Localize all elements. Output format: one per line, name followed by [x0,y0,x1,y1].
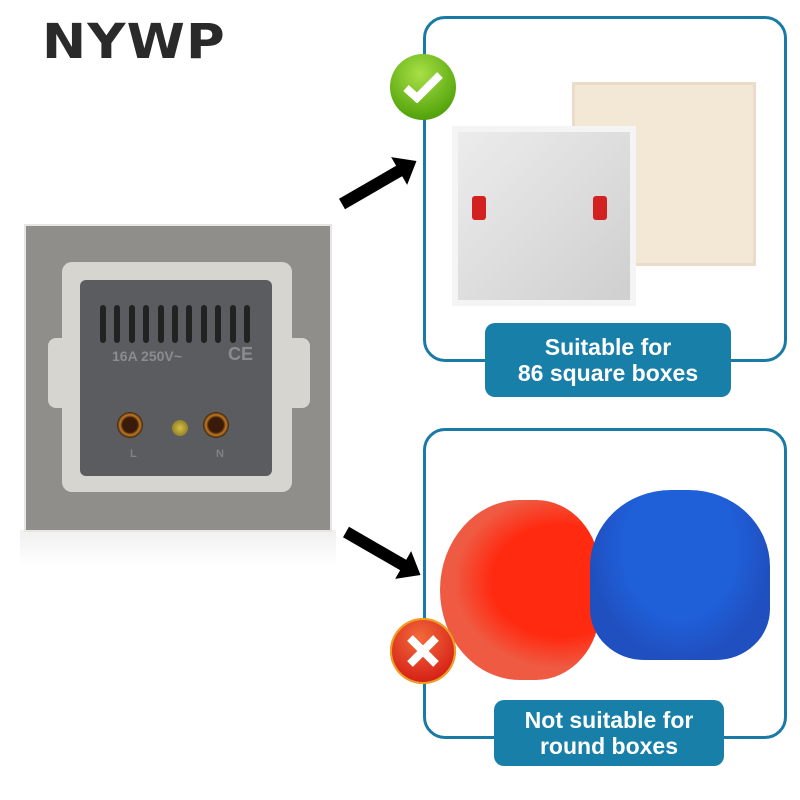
mount-ear-right [276,338,310,408]
arrow-down-right-icon [343,526,412,574]
brand-logo: NYWP [42,14,226,70]
terminal-l-icon [117,412,143,438]
red-clip-icon [593,196,607,220]
vent-slots [100,305,250,345]
suitable-caption: Suitable for 86 square boxes [485,323,731,397]
ce-mark: CE [228,344,254,364]
rating-text: 16A 250V~ [112,348,182,364]
not-suitable-caption: Not suitable for round boxes [494,700,724,766]
terminal-n-icon [203,412,229,438]
terminal-n-label: N [216,448,224,460]
ground-screw-icon [172,420,188,436]
round-box-red-image [440,500,600,680]
red-clip-icon [472,196,486,220]
round-box-blue-image [590,490,770,660]
cross-icon [390,618,456,684]
check-icon [390,54,456,120]
mount-ear-left [48,338,82,408]
terminal-l-label: L [130,448,137,460]
arrow-up-right-icon [339,162,408,210]
